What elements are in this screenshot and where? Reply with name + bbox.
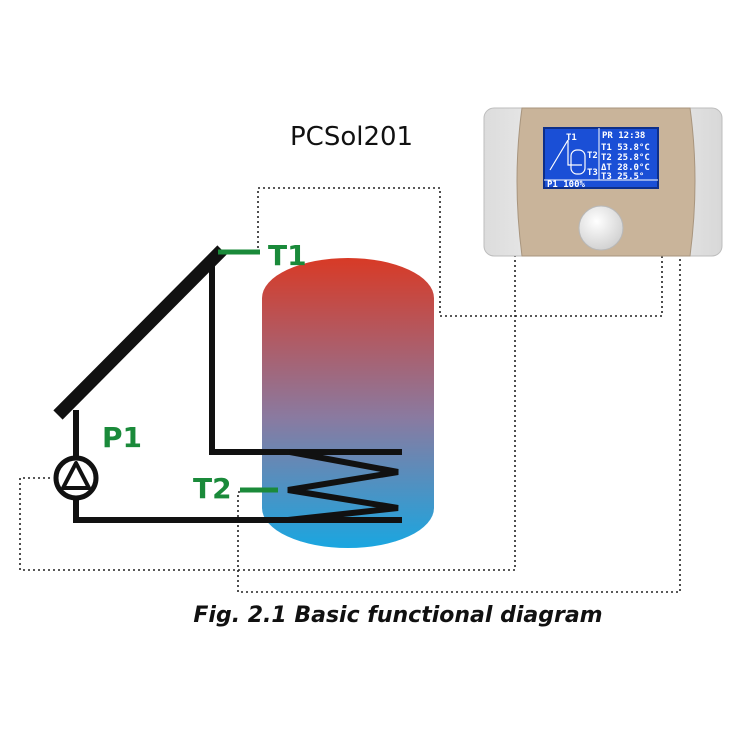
label-t1: T1 xyxy=(268,239,307,272)
storage-tank xyxy=(262,258,434,548)
figure-caption: Fig. 2.1 Basic functional diagram xyxy=(193,603,602,628)
lcd-mini-schematic xyxy=(549,139,586,175)
lcd-label-t2: T2 xyxy=(587,151,598,161)
lcd-line-3: ΔT 28.0°C xyxy=(601,163,650,173)
lcd-screen xyxy=(543,127,659,189)
lcd-label-t1: T1 xyxy=(566,133,577,143)
signal-wires xyxy=(19,187,681,593)
wire-t1 xyxy=(257,187,663,317)
controller-device: T1 T2 T3 PR 12:38 T1 53.8°C T2 25.8°C ΔT… xyxy=(483,107,723,257)
pump-arrow-icon xyxy=(61,461,91,490)
lcd-line-1: T1 53.8°C xyxy=(601,143,650,153)
control-knob[interactable] xyxy=(578,205,624,251)
lcd-line-2: T2 25.8°C xyxy=(601,153,650,163)
solar-collector xyxy=(53,245,227,420)
label-p1: P1 xyxy=(102,421,142,454)
label-t2: T2 xyxy=(193,472,232,505)
wire-t2 xyxy=(237,255,681,593)
lcd-header: PR 12:38 xyxy=(602,131,645,141)
pipe-return xyxy=(73,498,402,523)
controller-model-label: PCSol201 xyxy=(290,122,413,152)
pipework xyxy=(73,254,402,523)
lcd-line-4: T3 25.5° xyxy=(601,172,644,182)
wire-p1 xyxy=(19,255,516,571)
lcd-label-t3: T3 xyxy=(587,168,598,178)
lcd-footer: P1 100% xyxy=(547,180,586,190)
heat-exchanger-coil xyxy=(287,449,402,523)
pump-p1 xyxy=(53,455,99,501)
